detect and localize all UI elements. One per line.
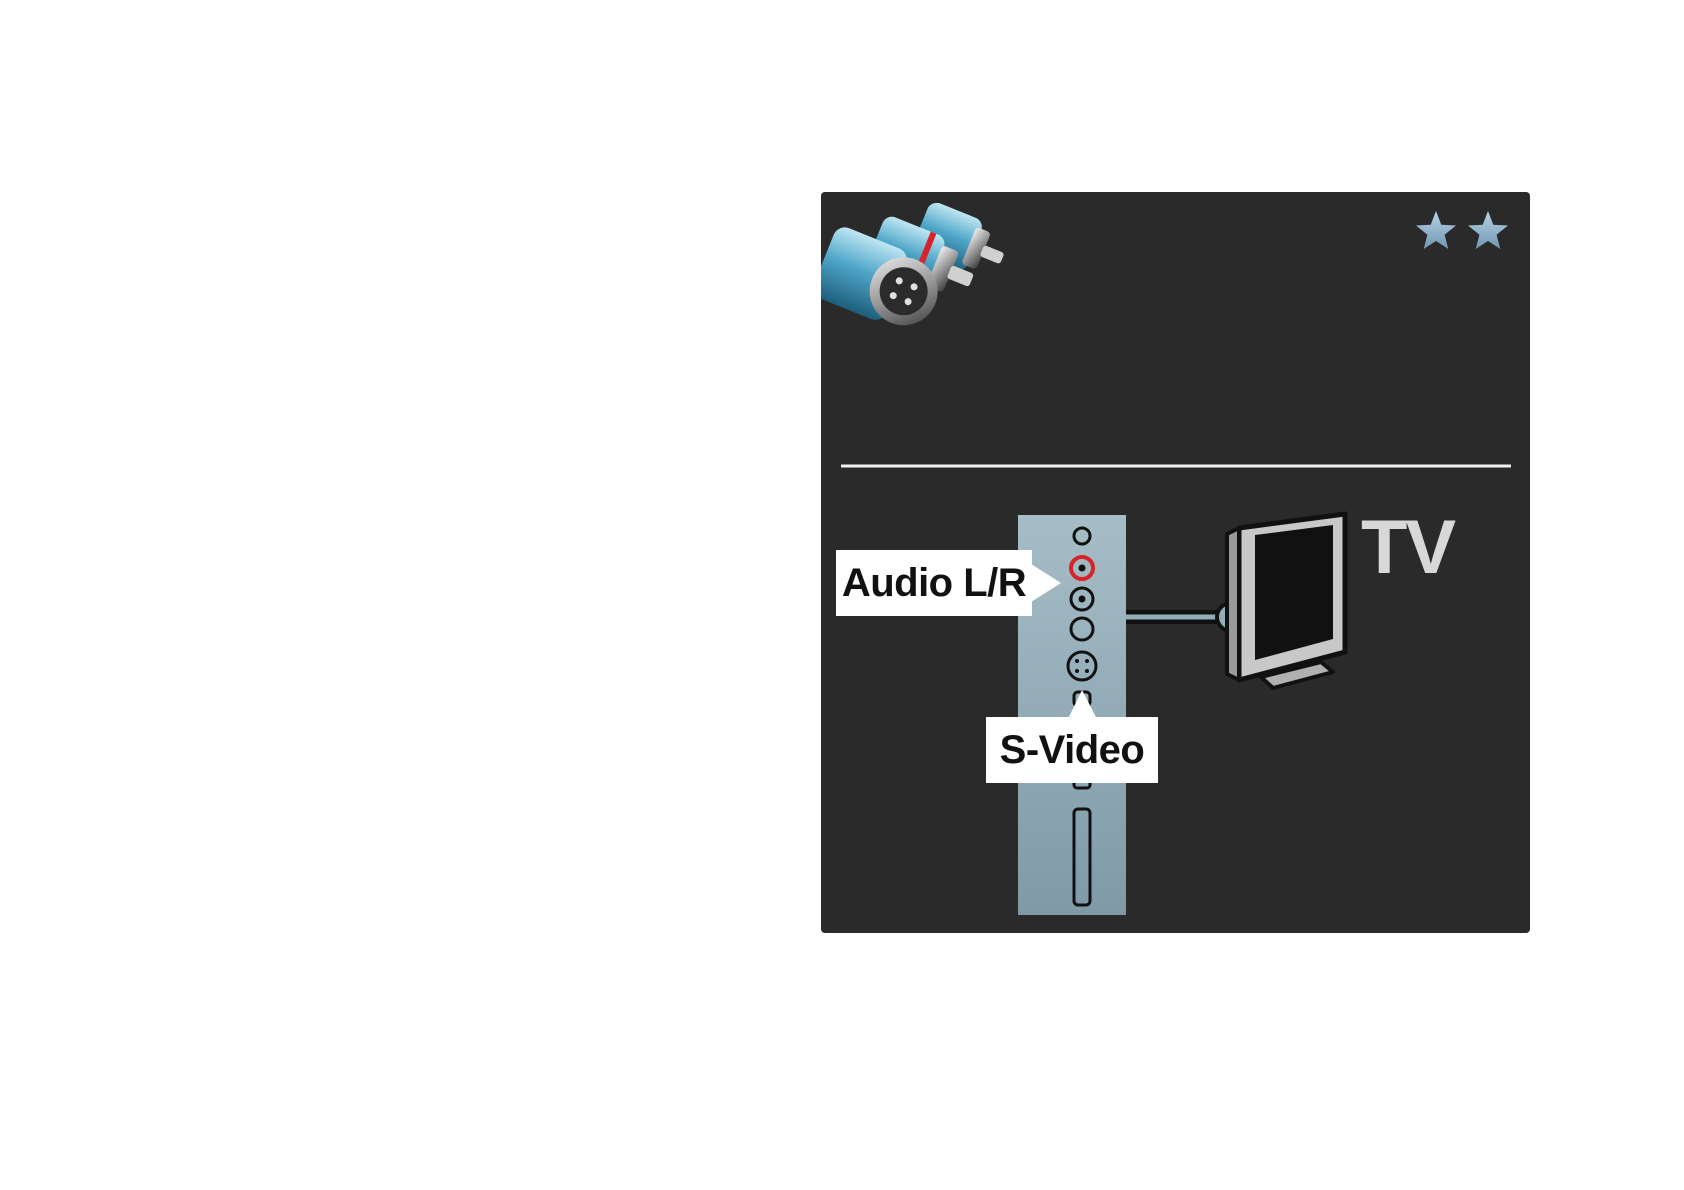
tv-icon [1227,514,1345,688]
star-icon [1468,211,1508,249]
tv-label: TV [1361,510,1454,586]
star-icon [1416,211,1456,249]
diagram-panel: Audio L/R S-Video TV [821,192,1530,933]
s-video-rca-connector-icon [821,200,1013,339]
s-video-callout: S-Video [986,717,1158,783]
audio-lr-callout: Audio L/R [836,550,1032,616]
rating-stars [1416,211,1508,249]
